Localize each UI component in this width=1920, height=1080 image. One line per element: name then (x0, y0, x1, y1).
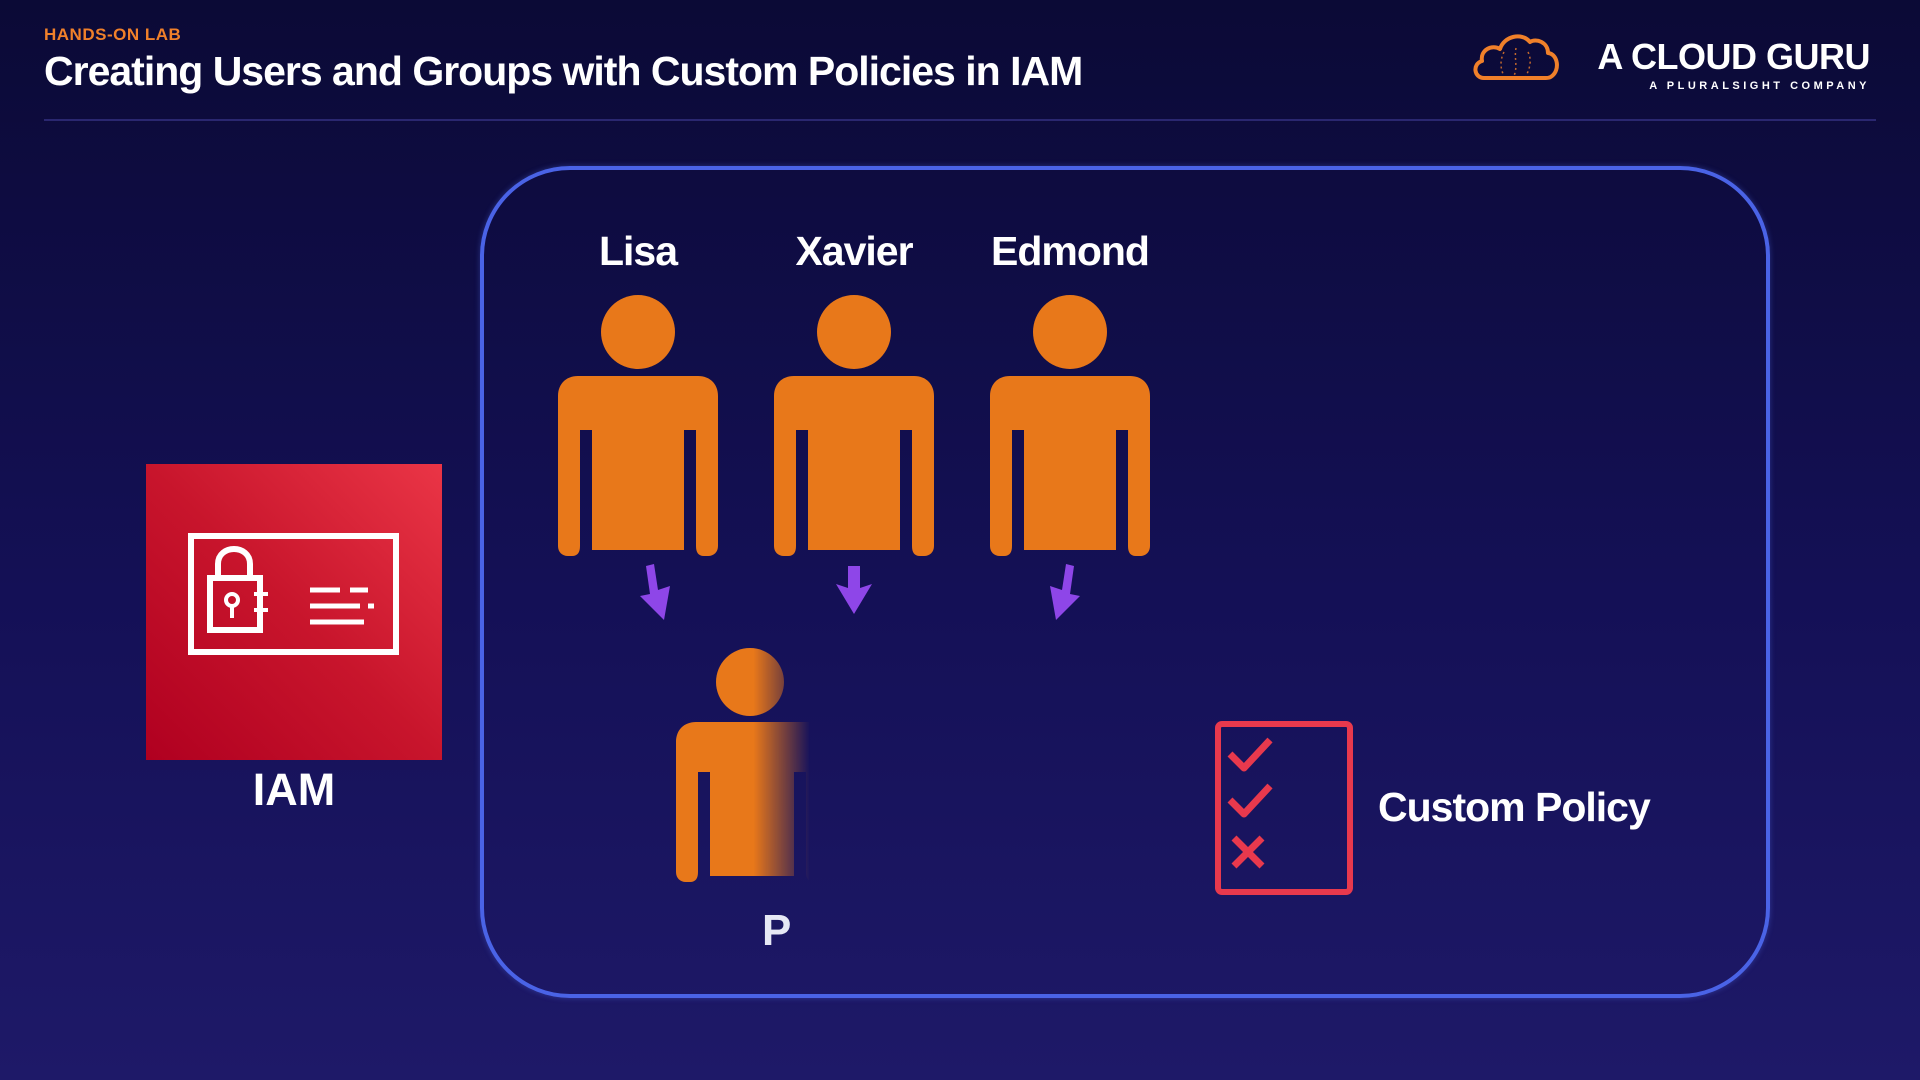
person-icon (676, 648, 810, 882)
user-name-lisa: Lisa (598, 228, 678, 274)
person-icon (990, 295, 1150, 556)
cloud-logo-icon (1473, 34, 1559, 80)
brand-name: A CLOUD GURU (1597, 36, 1870, 77)
partial-user (676, 646, 810, 882)
iam-label: IAM (252, 764, 336, 815)
person-icon (774, 295, 934, 556)
lab-eyebrow: HANDS-ON LAB (44, 25, 182, 44)
custom-policy-label: Custom Policy (1378, 784, 1651, 830)
brand-tagline: A PLURALSIGHT COMPANY (1649, 80, 1870, 92)
arrow-down-icon (640, 564, 670, 620)
user-name-xavier: Xavier (795, 228, 913, 274)
person-icon (558, 295, 718, 556)
brand-logo: A CLOUD GURU A PLURALSIGHT COMPANY (1470, 26, 1870, 96)
page-title: Creating Users and Groups with Custom Po… (44, 48, 1083, 94)
arrow-down-icon (1050, 564, 1080, 620)
id-card-lock-icon (188, 533, 399, 655)
user-group-frame (480, 166, 1770, 998)
header-divider (44, 119, 1876, 121)
arrow-down-icon (836, 566, 872, 614)
partial-user-label: P (762, 906, 792, 955)
user-name-edmond: Edmond (991, 228, 1150, 274)
iam-service-tile (146, 464, 442, 760)
checklist-icon (1215, 721, 1353, 895)
